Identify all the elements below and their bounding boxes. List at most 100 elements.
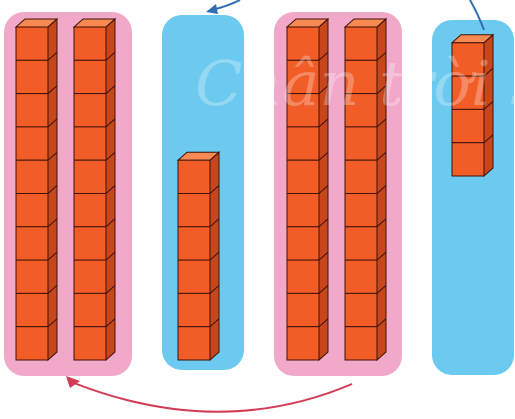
cube-edge	[318, 85, 329, 94]
unit-cube	[344, 259, 378, 294]
unit-cube	[73, 259, 107, 294]
group-4-rod-1	[450, 33, 495, 178]
cube-edge	[47, 151, 58, 161]
cube-edge	[47, 251, 58, 261]
cube-edge	[209, 185, 220, 194]
cube-edge	[318, 251, 329, 261]
cube-edge	[376, 51, 387, 61]
cube-rods	[14, 17, 495, 362]
unit-cube	[344, 159, 378, 194]
unit-cube	[286, 126, 320, 161]
unit-cube	[73, 292, 107, 328]
group-1-rod-2	[72, 17, 117, 362]
unit-cube	[177, 159, 211, 194]
unit-cube	[73, 193, 107, 228]
cube-edge	[105, 151, 116, 161]
unit-cube	[286, 326, 320, 361]
unit-cube	[344, 226, 378, 261]
cube-edge	[376, 318, 387, 328]
cube-edge	[209, 151, 220, 161]
cube-edge	[376, 218, 387, 228]
cube-edge	[47, 85, 58, 94]
unit-cube	[451, 108, 485, 144]
unit-cube	[177, 226, 211, 261]
unit-cube	[344, 126, 378, 161]
cube-edge	[376, 185, 387, 194]
unit-cube	[177, 326, 211, 361]
curved-arrow-icon	[73, 382, 353, 413]
cube-edge	[376, 18, 387, 28]
cube-edge	[376, 118, 387, 128]
unit-cube	[177, 292, 211, 328]
cube-edge	[483, 34, 494, 44]
unit-cube	[73, 326, 107, 361]
cube-edge	[105, 51, 116, 61]
cube-edge	[318, 118, 329, 128]
cube-edge	[376, 285, 387, 294]
cube-edge	[47, 18, 58, 28]
cube-edge	[47, 51, 58, 61]
unit-cube	[15, 93, 49, 128]
cube-edge	[105, 18, 116, 28]
unit-cube	[15, 292, 49, 328]
cube-edge	[483, 134, 494, 144]
cube-edge	[47, 118, 58, 128]
unit-cube	[286, 159, 320, 194]
unit-cube	[73, 59, 107, 95]
group-2-rod-1	[176, 151, 221, 362]
cube-edge	[105, 85, 116, 94]
unit-cube	[15, 326, 49, 361]
cube-edge	[318, 185, 329, 194]
unit-cube	[451, 42, 485, 77]
cube-edge	[105, 251, 116, 261]
cube-edge	[105, 118, 116, 128]
cube-edge	[318, 18, 329, 28]
unit-cube	[286, 259, 320, 294]
cube-edge	[483, 67, 494, 77]
cube-edge	[483, 101, 494, 110]
group-1-rod-1	[14, 17, 59, 362]
cube-edge	[105, 185, 116, 194]
cube-edge	[209, 251, 220, 261]
group-3-rod-2	[343, 17, 388, 362]
cube-edge	[376, 251, 387, 261]
cube-edge	[47, 185, 58, 194]
cube-edge	[209, 285, 220, 294]
unit-cube	[73, 126, 107, 161]
cube-edge	[209, 318, 220, 328]
arrowhead-icon	[206, 4, 218, 14]
cube-edge	[318, 218, 329, 228]
unit-cube	[15, 26, 49, 61]
cube-edge	[318, 285, 329, 294]
unit-cube	[344, 326, 378, 361]
cube-edge	[105, 285, 116, 294]
unit-cube	[451, 75, 485, 110]
unit-cube	[15, 126, 49, 161]
unit-cube	[15, 193, 49, 228]
cube-edge	[105, 318, 116, 328]
cube-edge	[318, 151, 329, 161]
unit-cube	[286, 59, 320, 95]
unit-cube	[344, 93, 378, 128]
cube-edge	[209, 218, 220, 228]
cube-edge	[376, 151, 387, 161]
arrows	[66, 0, 485, 413]
cube-edge	[376, 85, 387, 94]
cube-edge	[105, 218, 116, 228]
cube-edge	[47, 218, 58, 228]
unit-cube	[286, 226, 320, 261]
cube-edge	[318, 51, 329, 61]
group-3-rod-1	[285, 17, 330, 362]
cube-edge	[318, 318, 329, 328]
cube-edge	[47, 285, 58, 294]
arrowhead-icon	[66, 376, 80, 388]
unit-cube	[73, 93, 107, 128]
curved-arrow-icon	[469, 0, 485, 31]
unit-cube	[15, 159, 49, 194]
cube-edge	[47, 318, 58, 328]
unit-cube	[73, 26, 107, 61]
unit-cube	[177, 193, 211, 228]
unit-cube	[451, 142, 485, 177]
